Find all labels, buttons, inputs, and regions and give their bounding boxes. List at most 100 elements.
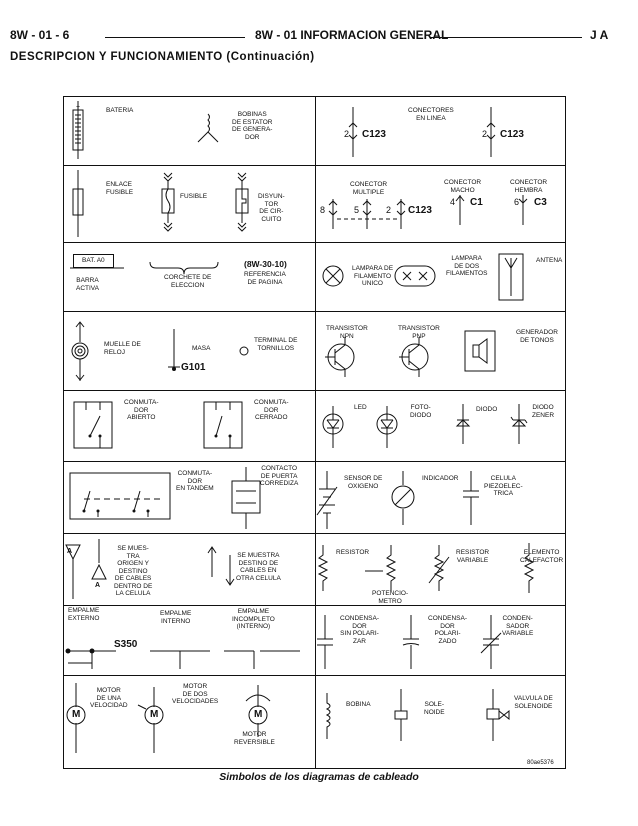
pin-number: 2 bbox=[482, 129, 488, 139]
row-divider bbox=[64, 242, 565, 243]
tandem-switch-label: CONMUTA- DOR EN TANDEM bbox=[176, 470, 214, 492]
figure-caption: Simbolos de los diagramas de cableado bbox=[219, 771, 419, 783]
connector-code: C123 bbox=[500, 129, 524, 140]
row-divider bbox=[64, 605, 565, 606]
page-header: 8W - 01 - 6 8W - 01 INFORMACION GENERAL … bbox=[10, 24, 628, 48]
row-divider bbox=[64, 311, 565, 312]
hot-bar-label: BARRA ACTIVA bbox=[76, 277, 99, 292]
cell-reference-icons bbox=[65, 539, 235, 599]
connector-icons bbox=[328, 195, 528, 229]
other-cell-label: SE MUESTRA DESTINO DE CABLES EN OTRA CEL… bbox=[236, 552, 281, 582]
gauge-label: INDICADOR bbox=[422, 475, 459, 482]
sensor-icons bbox=[316, 471, 479, 529]
polarized-capacitor-label: CONDENSA- DOR POLARI- ZADO bbox=[428, 615, 468, 645]
single-filament-label: LAMPARA DE FILAMENTO UNICO bbox=[352, 265, 394, 287]
inline-connectors-label: CONECTORES EN LINEA bbox=[408, 107, 454, 122]
circuit-breaker-label: DISYUN- TOR DE CIR- CUITO bbox=[258, 193, 285, 223]
open-switch-label: CONMUTA- DOR ABIERTO bbox=[124, 399, 159, 421]
battery-label: BATERIA bbox=[106, 107, 134, 114]
row-divider bbox=[64, 390, 565, 391]
row-divider bbox=[64, 675, 565, 676]
same-cell-label: SE MUES- TRA ORIGEN Y DESTINO DE CABLES … bbox=[114, 545, 153, 597]
pnp-transistor-label: TRANSISTOR PNP bbox=[398, 325, 440, 340]
fusible-link-label: ENLACE FUSIBLE bbox=[106, 181, 134, 196]
connector-code: C3 bbox=[534, 197, 547, 208]
screw-terminal-label: TERMINAL DE TORNILLOS bbox=[254, 337, 298, 352]
piezo-cell-label: CELULA PIEZOELEC- TRICA bbox=[484, 475, 523, 497]
stator-coils-icon bbox=[197, 113, 219, 143]
ground-label: MASA bbox=[192, 345, 211, 352]
header-rule bbox=[430, 37, 582, 38]
motor-letter: M bbox=[254, 709, 263, 720]
resistor-label: RESISTOR bbox=[336, 549, 370, 556]
header-center: 8W - 01 INFORMACION GENERAL bbox=[255, 28, 449, 42]
heating-element-label: ELEMENTO CALEFACTOR bbox=[520, 549, 564, 564]
diode-label: DIODO bbox=[476, 406, 498, 413]
clock-spring-icon bbox=[71, 321, 249, 381]
pin-number: 6 bbox=[514, 197, 520, 207]
page-ref-label: REFERENCIA DE PAGINA bbox=[244, 271, 286, 286]
pin-number: 2 bbox=[386, 205, 392, 215]
figure-id: 80ae5376 bbox=[527, 760, 554, 766]
female-connector-label: CONECTOR HEMBRA bbox=[510, 179, 548, 194]
variable-resistor-label: RESISTOR VARIABLE bbox=[456, 549, 490, 564]
row-divider bbox=[64, 533, 565, 534]
section-title: DESCRIPCION Y FUNCIONAMIENTO (Continuaci… bbox=[10, 51, 315, 63]
bracket-icon bbox=[70, 261, 219, 275]
reversible-motor-label: MOTOR REVERSIBLE bbox=[234, 731, 275, 746]
column-divider bbox=[315, 97, 316, 768]
cell-letter-a: A bbox=[67, 548, 73, 555]
motor-letter: M bbox=[72, 709, 81, 720]
svg-text:+: + bbox=[76, 104, 80, 111]
male-connector-label: CONECTOR MACHO bbox=[444, 179, 482, 194]
header-right: J A bbox=[590, 28, 609, 42]
internal-splice-label: EMPALME INTERNO bbox=[160, 610, 192, 625]
nonpolar-capacitor-label: CONDENSA- DOR SIN POLARI- ZAR bbox=[340, 615, 380, 645]
pin-number: 8 bbox=[320, 205, 326, 215]
pin-number: 4 bbox=[450, 197, 456, 207]
fuse-label: FUSIBLE bbox=[180, 193, 208, 200]
dual-filament-label: LAMPARA DE DOS FILAMENTOS bbox=[446, 255, 488, 277]
resistor-icons bbox=[317, 543, 535, 593]
lamp-icons bbox=[322, 253, 524, 301]
solenoid-label: SOLE- NOIDE bbox=[424, 701, 445, 716]
connector-code: C123 bbox=[362, 129, 386, 140]
multiple-connector-label: CONECTOR MULTIPLE bbox=[350, 181, 388, 196]
selection-bracket-label: CORCHETE DE ELECCION bbox=[164, 274, 212, 289]
motor-icons bbox=[66, 683, 271, 753]
pin-number: 5 bbox=[354, 205, 360, 215]
variable-capacitor-label: CONDEN- SADOR VARIABLE bbox=[502, 615, 534, 637]
motor-letter: M bbox=[150, 709, 159, 720]
splice-icons bbox=[65, 648, 300, 669]
splice-code: S350 bbox=[114, 639, 138, 650]
external-splice-label: EMPALME EXTERNO bbox=[68, 607, 100, 622]
header-rule bbox=[105, 37, 245, 38]
page-ref-code: (8W-30-10) bbox=[244, 259, 287, 269]
sliding-door-label: CONTACTO DE PUERTA CORREDIZA bbox=[260, 465, 299, 487]
npn-transistor-label: TRANSISTOR NPN bbox=[326, 325, 368, 340]
bat-a0-box: BAT. A0 bbox=[73, 254, 114, 268]
capacitor-icons bbox=[317, 615, 502, 669]
tone-generator-label: GENERADOR DE TONOS bbox=[516, 329, 558, 344]
switch-icons bbox=[73, 401, 243, 449]
battery-icon: + bbox=[72, 101, 84, 159]
row-divider bbox=[64, 165, 565, 166]
cell-letter-a: A bbox=[95, 582, 101, 589]
header-left: 8W - 01 - 6 bbox=[10, 28, 70, 42]
two-speed-motor-label: MOTOR DE DOS VELOCIDADES bbox=[172, 683, 219, 705]
row-divider bbox=[64, 461, 565, 462]
oxygen-sensor-label: SENSOR DE OXIGENO bbox=[344, 475, 383, 490]
potentiometer-label: POTENCIO- METRO bbox=[372, 590, 409, 605]
ground-code: G101 bbox=[181, 362, 206, 373]
zener-diode-label: DIODO ZENER bbox=[532, 404, 555, 419]
inline-connector-icons bbox=[348, 107, 496, 157]
pin-number: 2 bbox=[344, 129, 350, 139]
closed-switch-label: CONMUTA- DOR CERRADO bbox=[254, 399, 289, 421]
led-label: LED bbox=[354, 404, 367, 411]
tandem-switch-icon bbox=[69, 467, 261, 529]
connector-code: C1 bbox=[470, 197, 483, 208]
single-speed-motor-label: MOTOR DE UNA VELOCIDAD bbox=[90, 687, 128, 709]
incomplete-splice-label: EMPALME INCOMPLETO (INTERNO) bbox=[232, 608, 275, 630]
transistor-icons bbox=[325, 330, 496, 377]
antenna-label: ANTENA bbox=[536, 257, 563, 264]
